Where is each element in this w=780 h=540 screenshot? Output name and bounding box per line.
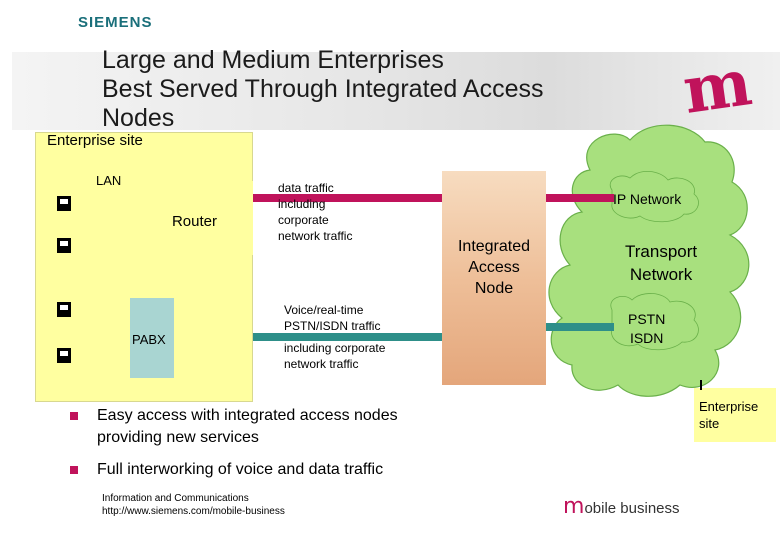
phone-icon	[57, 196, 71, 211]
ip-pipe	[546, 194, 614, 202]
phone-icon	[57, 238, 71, 253]
transport-network-label: Transport Network	[625, 242, 698, 284]
bullet-square	[70, 412, 78, 420]
page-title: Large and Medium Enterprises Best Served…	[102, 46, 543, 133]
remote-enterprise-site	[694, 388, 776, 442]
enterprise-site-label: Enterprise site	[47, 132, 143, 149]
title-line-3: Nodes	[102, 104, 175, 132]
router-label: Router	[171, 213, 217, 230]
bullet-square	[70, 466, 78, 474]
title-line-2: Best Served Through Integrated Access	[102, 75, 544, 103]
pstn-isdn-label: PSTN ISDN	[628, 311, 666, 346]
title-line-1: Large and Medium Enterprises	[102, 46, 444, 74]
ip-network-cloud	[609, 171, 699, 223]
pstn-cloud	[610, 293, 699, 351]
siemens-logo: SIEMENS	[78, 14, 153, 31]
footer-info: Information and Communications http://ww…	[102, 493, 285, 517]
pabx-box	[130, 298, 174, 378]
phone-icon	[57, 302, 71, 317]
data-traffic-label: data traffic including corporate network…	[278, 181, 353, 243]
bullet-1: Easy access with integrated access nodes…	[97, 407, 398, 446]
data-traffic-pipe	[252, 194, 442, 202]
remote-enterprise-site-label: Enterprise site	[699, 399, 759, 431]
mobile-business-logo: mobile business	[563, 494, 680, 519]
bullet-2: Full interworking of voice and data traf…	[97, 461, 384, 478]
phone-icon	[57, 348, 71, 363]
ip-network-label: IP Network	[613, 191, 682, 207]
voice-traffic-pipe	[174, 333, 442, 341]
voice-traffic-label: Voice/real-time PSTN/ISDN traffic includ…	[284, 303, 386, 371]
access-node-label: Integrated Access Node	[457, 238, 531, 297]
pabx-label: PABX	[132, 332, 166, 347]
title-banner	[12, 52, 780, 130]
integrated-access-node	[442, 171, 546, 385]
pstn-pipe	[546, 323, 614, 331]
lan-label: LAN	[96, 173, 122, 188]
router-box: Router	[143, 181, 253, 255]
